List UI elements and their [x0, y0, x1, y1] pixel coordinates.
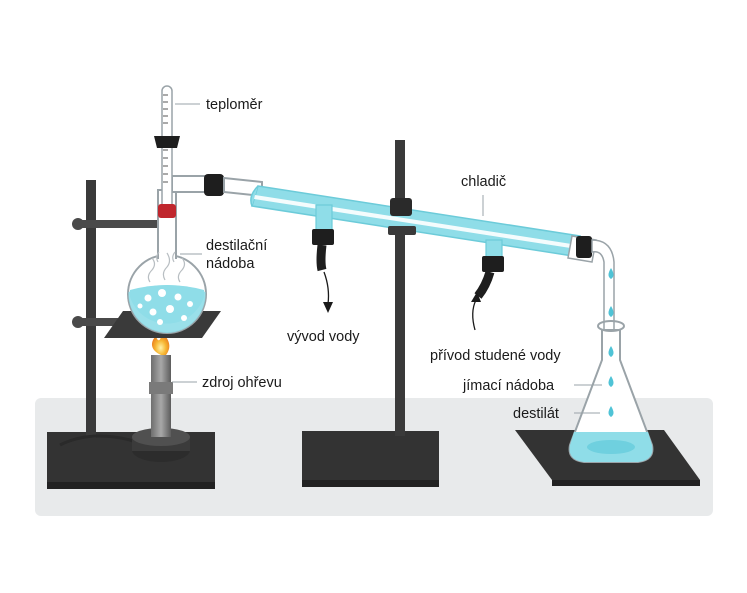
condenser-clamp — [390, 198, 412, 216]
label-water-in: přívod studené vody — [430, 348, 561, 364]
label-thermometer: teploměr — [206, 97, 263, 113]
condenser — [250, 185, 597, 267]
label-distillate: destilát — [513, 406, 559, 422]
thermometer — [154, 85, 180, 218]
leader-lines — [172, 103, 602, 414]
hose-out — [312, 229, 334, 272]
connector-stopper — [204, 174, 224, 196]
label-heat-source: zdroj ohřevu — [202, 375, 282, 391]
condenser-clamp-arm — [388, 226, 416, 235]
label-flask-line2: nádoba — [206, 256, 255, 272]
label-water-out: vývod vody — [287, 329, 360, 345]
label-flask-line1: destilační — [206, 238, 267, 254]
arrow-water-out-head — [323, 302, 333, 313]
arrow-water-out — [323, 271, 330, 305]
receiving-flask — [568, 320, 654, 463]
hose-in — [474, 256, 504, 299]
burner — [132, 355, 190, 462]
label-condenser: chladič — [461, 174, 506, 190]
gas-hose — [59, 434, 151, 450]
distillate-drops — [608, 268, 614, 417]
middle-stand — [302, 140, 439, 487]
label-receiver: jímací nádoba — [462, 378, 555, 394]
arrow-water-in — [472, 299, 477, 331]
arrow-water-in-head — [471, 292, 481, 302]
